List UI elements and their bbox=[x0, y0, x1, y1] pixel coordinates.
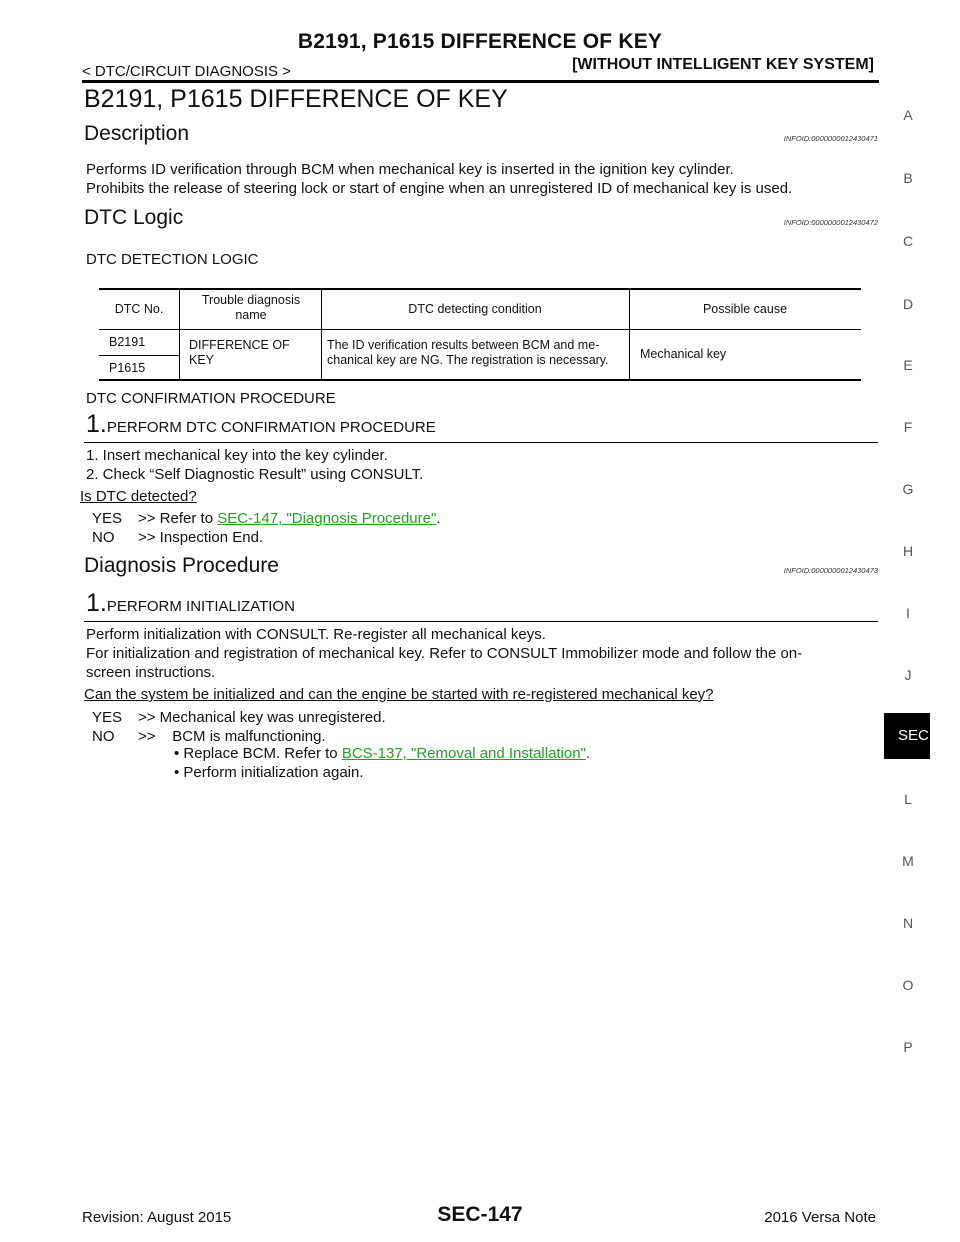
dtc-detection-logic-subheading: DTC DETECTION LOGIC bbox=[86, 251, 259, 268]
diagnosis-line-1: Perform initialization with CONSULT. Re-… bbox=[86, 626, 546, 643]
dtc-table: DTC No. Trouble diagnosis name DTC detec… bbox=[99, 288, 861, 381]
table-bottom-rule bbox=[99, 379, 861, 381]
side-index-e[interactable]: E bbox=[903, 357, 913, 373]
side-index-d[interactable]: D bbox=[902, 296, 914, 312]
side-index-sec-tab[interactable]: SEC bbox=[884, 713, 930, 759]
side-index-c[interactable]: C bbox=[902, 233, 914, 249]
diagnosis-infoid: INFOID:0000000012430473 bbox=[783, 566, 878, 575]
side-index-o[interactable]: O bbox=[902, 977, 914, 993]
diagnosis-yes-text: >> Mechanical key was unregistered. bbox=[138, 709, 386, 726]
page-header-title: B2191, P1615 DIFFERENCE OF KEY bbox=[297, 30, 663, 53]
table-col-divider-3 bbox=[629, 290, 630, 379]
diagnosis-step-1: 1.PERFORM INITIALIZATION bbox=[86, 589, 295, 618]
table-cell-trouble-name: DIFFERENCE OF KEY bbox=[189, 338, 290, 367]
side-index-l[interactable]: L bbox=[904, 791, 912, 807]
diagnosis-yes-label: YES bbox=[92, 709, 123, 726]
description-line-1: Performs ID verification through BCM whe… bbox=[86, 161, 734, 178]
table-cell-dtc-b2191: B2191 bbox=[109, 335, 146, 349]
confirmation-yes-text: >> Refer to SEC-147, "Diagnosis Procedur… bbox=[138, 509, 440, 528]
dtc-logic-infoid: INFOID:0000000012430472 bbox=[783, 218, 878, 227]
dtc-logic-heading: DTC Logic bbox=[84, 206, 184, 229]
side-index-f[interactable]: F bbox=[903, 419, 913, 435]
description-heading: Description bbox=[84, 122, 190, 145]
side-index-p[interactable]: P bbox=[903, 1039, 913, 1055]
side-index-m[interactable]: M bbox=[902, 853, 914, 869]
section-title: B2191, P1615 DIFFERENCE OF KEY bbox=[84, 85, 508, 113]
confirmation-yes-label: YES bbox=[92, 510, 123, 527]
table-top-rule bbox=[99, 288, 861, 290]
table-cell-dtc-p1615: P1615 bbox=[109, 361, 146, 375]
table-header-condition: DTC detecting condition bbox=[408, 302, 542, 316]
dtc-confirmation-subheading: DTC CONFIRMATION PROCEDURE bbox=[86, 390, 336, 407]
diagnosis-no-text: >> BCM is malfunctioning. bbox=[138, 728, 326, 745]
yes-suffix: . bbox=[436, 510, 441, 527]
diagnosis-line-2: For initialization and registration of m… bbox=[86, 645, 803, 662]
confirmation-no-label: NO bbox=[92, 529, 115, 546]
diagnosis-bullet-2: • Perform initialization again. bbox=[174, 764, 364, 781]
description-infoid: INFOID:0000000012430471 bbox=[783, 134, 878, 143]
table-col-divider-1 bbox=[179, 290, 180, 379]
table-header-possible-cause: Possible cause bbox=[702, 302, 788, 316]
table-header-dtc-no: DTC No. bbox=[114, 302, 164, 316]
diagnosis-question: Can the system be initialized and can th… bbox=[84, 686, 714, 703]
step-divider bbox=[84, 442, 878, 443]
footer-model: 2016 Versa Note bbox=[764, 1209, 876, 1226]
system-label: [WITHOUT INTELLIGENT KEY SYSTEM] bbox=[572, 56, 874, 73]
side-index-n[interactable]: N bbox=[902, 915, 914, 931]
confirmation-item-1: 1. Insert mechanical key into the key cy… bbox=[86, 447, 388, 464]
bullet-1-text: • Replace BCM. Refer to bbox=[174, 745, 342, 762]
step-number: 1. bbox=[86, 589, 107, 617]
bullet-1-suffix: . bbox=[585, 745, 591, 762]
confirmation-step-1: 1.PERFORM DTC CONFIRMATION PROCEDURE bbox=[86, 410, 436, 439]
diagnosis-bullet-1: • Replace BCM. Refer to BCS-137, "Remova… bbox=[174, 744, 590, 763]
table-header-rule bbox=[99, 329, 861, 330]
description-line-2: Prohibits the release of steering lock o… bbox=[86, 180, 793, 197]
diagnosis-no-label: NO bbox=[92, 728, 115, 745]
side-index-j[interactable]: J bbox=[904, 667, 912, 683]
side-index-b[interactable]: B bbox=[903, 170, 913, 186]
breadcrumb: < DTC/CIRCUIT DIAGNOSIS > bbox=[82, 63, 291, 80]
step-number: 1. bbox=[86, 410, 107, 438]
table-cell-condition-line-1: The ID verification results between BCM … bbox=[327, 338, 600, 352]
side-index-g[interactable]: G bbox=[902, 481, 914, 497]
diagnosis-procedure-link[interactable]: SEC-147, "Diagnosis Procedure" bbox=[217, 510, 437, 527]
step-divider bbox=[84, 621, 878, 622]
table-cell-condition-line-2: chanical key are NG. The registration is… bbox=[327, 353, 609, 367]
diagnosis-heading: Diagnosis Procedure bbox=[84, 554, 279, 577]
header-divider bbox=[82, 80, 879, 83]
yes-arrow-text: >> Refer to bbox=[138, 510, 218, 527]
table-header-trouble-name: Trouble diagnosis name bbox=[201, 293, 301, 322]
table-cell-possible-cause: Mechanical key bbox=[640, 347, 727, 361]
footer-page-number: SEC-147 bbox=[437, 1203, 523, 1226]
side-index-a[interactable]: A bbox=[903, 107, 913, 123]
side-index-i[interactable]: I bbox=[906, 605, 910, 621]
confirmation-question: Is DTC detected? bbox=[80, 488, 197, 505]
step-label: PERFORM INITIALIZATION bbox=[106, 598, 295, 615]
footer-revision: Revision: August 2015 bbox=[82, 1209, 232, 1226]
diagnosis-line-3: screen instructions. bbox=[86, 664, 216, 681]
confirmation-item-2: 2. Check “Self Diagnostic Result” using … bbox=[86, 466, 424, 483]
confirmation-no-text: >> Inspection End. bbox=[138, 529, 264, 546]
side-index-h[interactable]: H bbox=[902, 543, 914, 559]
table-dtc-row-rule bbox=[99, 355, 179, 356]
table-col-divider-2 bbox=[321, 290, 322, 379]
removal-installation-link[interactable]: BCS-137, "Removal and Installation" bbox=[341, 745, 586, 762]
step-label: PERFORM DTC CONFIRMATION PROCEDURE bbox=[106, 419, 436, 436]
